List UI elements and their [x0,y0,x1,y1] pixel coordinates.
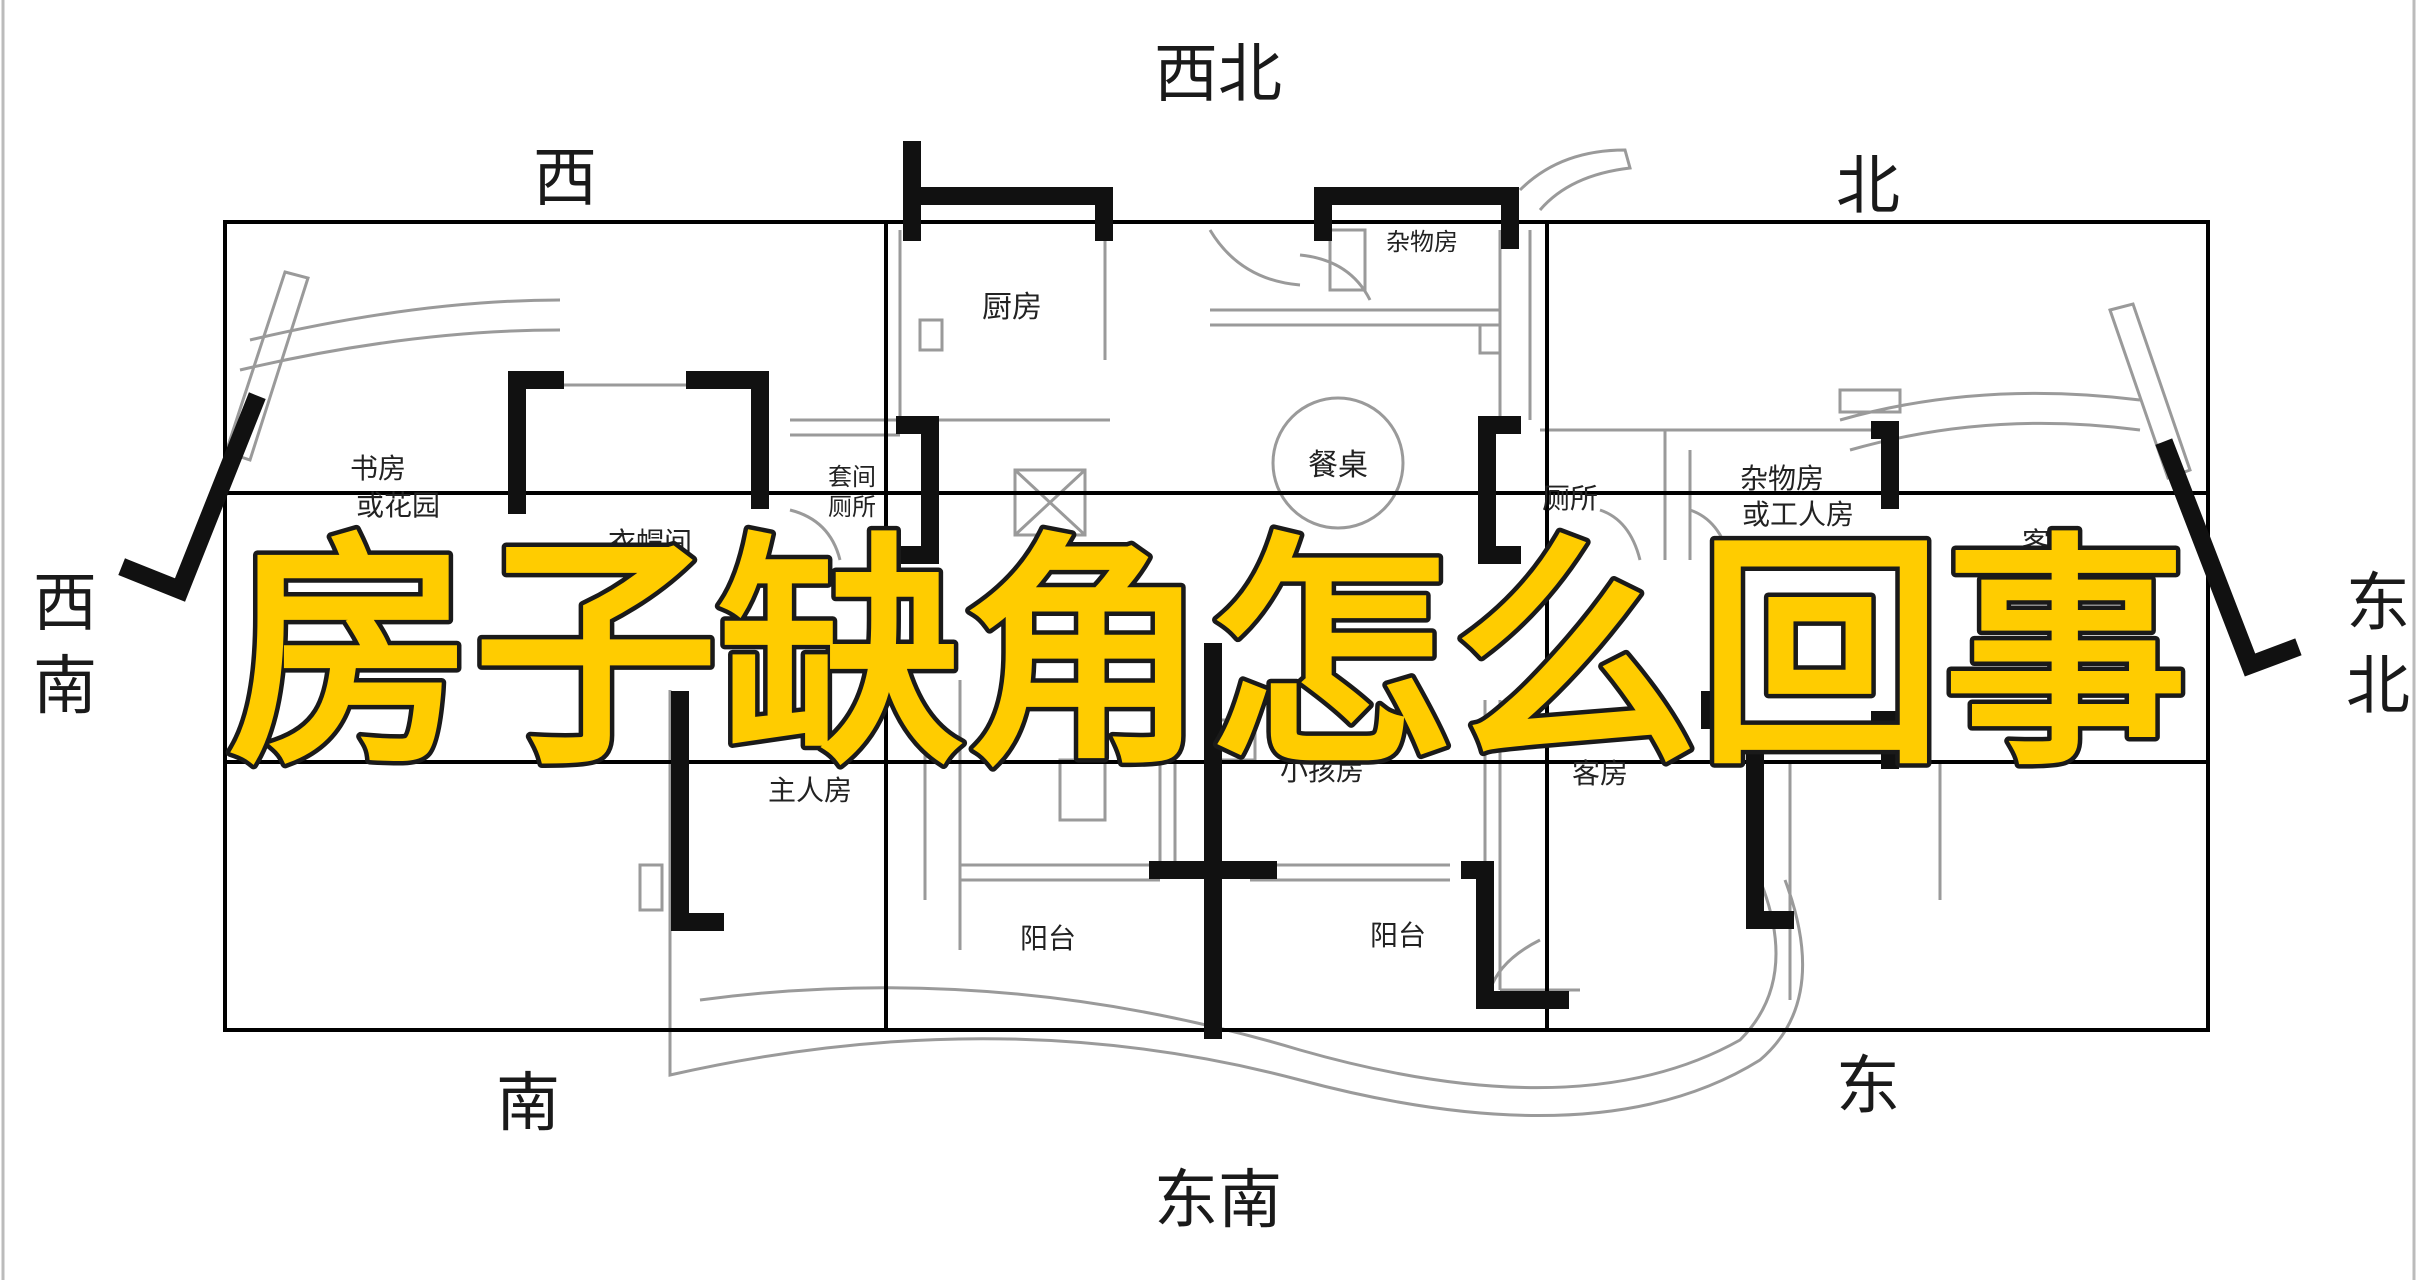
floor-plan-thin-walls [224,148,2192,1118]
direction-northeast-line2: 北 [2346,650,2410,724]
direction-labels: 西北 西 北 西 南 东 北 南 东 东南 [33,38,2410,1238]
floor-plan-thick-walls [118,141,2302,1039]
direction-southwest-line1: 西 [33,567,97,641]
room-guest-partial: 客房 [2022,526,2078,559]
room-dining: 餐桌 [1308,448,1368,483]
direction-east: 东 [1836,1050,1900,1124]
room-kitchen: 厨房 [982,290,1042,325]
direction-southeast: 东南 [1154,1164,1282,1238]
room-ensuite-line2: 厕所 [828,493,876,521]
direction-west: 西 [533,142,597,216]
room-storage-right-line1: 杂物房 [1740,462,1824,495]
room-balcony-left: 阳台 [1020,922,1076,955]
direction-southwest-line2: 南 [33,650,97,724]
room-labels: 厨房 杂物房 书房 或花园 套间 厕所 餐桌 厕所 杂物房 或工人房 客房 衣帽… [350,228,2078,955]
direction-northwest: 西北 [1154,38,1282,112]
direction-northeast-line1: 东 [2346,567,2410,641]
room-ensuite-line1: 套间 [828,463,876,491]
direction-north: 北 [1836,150,1900,224]
room-master: 主人房 [768,774,852,807]
room-guest: 客房 [1572,757,1628,790]
room-cloakroom: 衣帽间 [608,526,692,559]
direction-south: 南 [496,1067,560,1141]
room-toilet: 厕所 [1542,482,1598,515]
room-storage-top: 杂物房 [1386,228,1458,256]
room-storage-right-line2: 或工人房 [1742,498,1854,531]
room-study-line2: 或花园 [356,489,440,522]
room-kids: 小孩房 [1280,754,1364,787]
headline-title: 房子缺角怎么回事 [228,513,2188,798]
room-study-line1: 书房 [350,452,406,485]
room-balcony-right: 阳台 [1370,919,1426,952]
